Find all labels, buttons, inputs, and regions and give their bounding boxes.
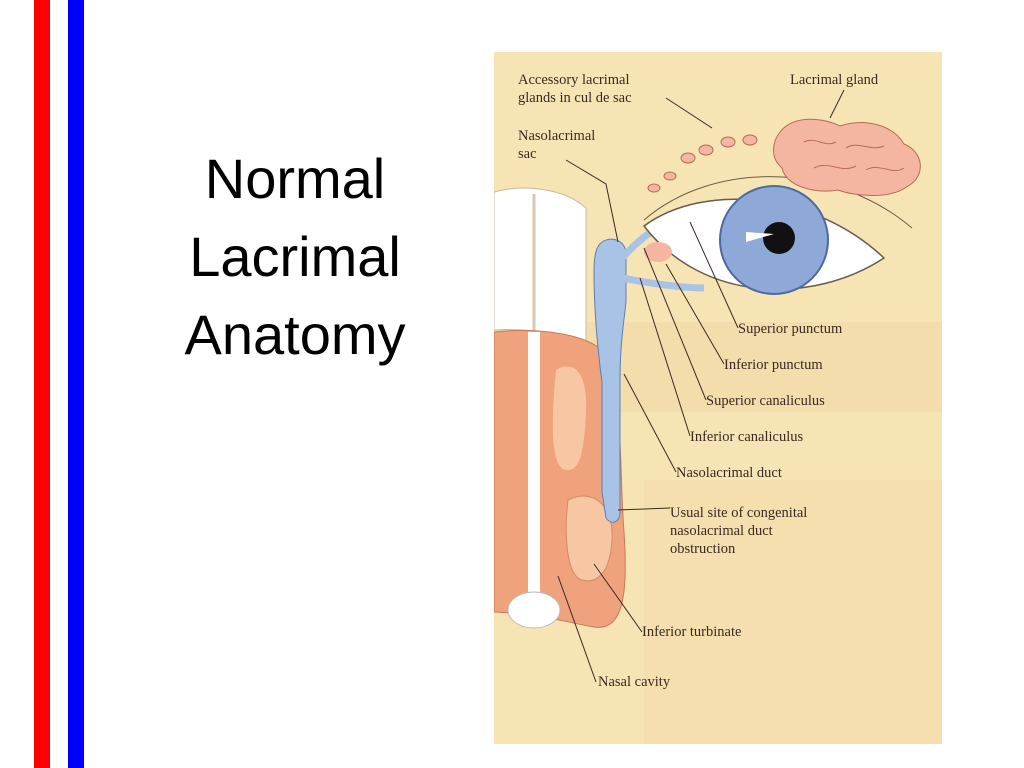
leader-superior-canaliculus — [643, 247, 707, 401]
leader-turbinate — [593, 563, 643, 633]
label-inferior-canaliculus: Inferior canaliculus — [690, 429, 803, 445]
light-reflex — [746, 232, 774, 242]
accessory-gland — [663, 171, 677, 181]
label-accessory-glands-1: Accessory lacrimal — [518, 72, 630, 88]
accessory-gland — [742, 134, 758, 146]
label-superior-canaliculus: Superior canaliculus — [706, 393, 825, 409]
label-lacrimal-gland: Lacrimal gland — [790, 72, 879, 88]
label-superior-punctum: Superior punctum — [738, 321, 843, 337]
leader-congenital — [617, 507, 671, 511]
nasal-bone — [494, 187, 587, 343]
background-panel — [644, 480, 942, 744]
anatomy-illustration: Accessory lacrimal glands in cul de sac … — [494, 72, 942, 744]
lacrimal-anatomy-figure: Accessory lacrimal glands in cul de sac … — [494, 52, 942, 744]
lacrimal-gland — [773, 118, 921, 196]
inferior-canaliculus-shape — [621, 274, 705, 292]
label-congenital-site-2: nasolacrimal duct — [670, 523, 773, 539]
leader-lines — [557, 89, 845, 683]
blue-stripe — [68, 0, 84, 768]
caruncle — [644, 242, 672, 262]
title-line-2: Lacrimal — [189, 225, 401, 288]
label-nasal-cavity: Nasal cavity — [598, 674, 671, 690]
label-congenital-site-1: Usual site of congenital — [670, 505, 807, 521]
label-accessory-glands-2: glands in cul de sac — [518, 90, 632, 106]
accessory-gland — [698, 144, 714, 156]
label-congenital-site-3: obstruction — [670, 541, 736, 557]
upper-lid-line — [643, 176, 913, 229]
leader-inferior-punctum — [665, 263, 725, 365]
inferior-turbinate-shape — [565, 495, 613, 582]
red-stripe — [34, 0, 50, 768]
label-nasolacrimal-sac-1: Nasolacrimal — [518, 128, 595, 144]
title-line-3: Anatomy — [184, 303, 406, 366]
label-inferior-turbinate: Inferior turbinate — [642, 624, 741, 640]
leader-nasal-cavity — [557, 575, 597, 683]
label-nasolacrimal-sac-2: sac — [518, 146, 537, 162]
leader-superior-punctum — [689, 221, 739, 329]
leader-inferior-canaliculus — [639, 277, 691, 437]
leader-sac — [565, 159, 619, 243]
accessory-gland — [647, 183, 661, 193]
title-line-1: Normal — [204, 147, 386, 210]
leader-gland — [829, 89, 845, 119]
palate-bone — [507, 591, 561, 629]
slide-title: Normal Lacrimal Anatomy — [110, 140, 480, 374]
pupil — [763, 222, 795, 254]
accessory-gland — [680, 152, 696, 164]
leader-duct — [623, 373, 677, 473]
gland-lobules — [803, 139, 905, 172]
label-nasolacrimal-duct: Nasolacrimal duct — [676, 465, 782, 481]
middle-turbinate — [552, 366, 587, 471]
septum-cartilage — [528, 332, 540, 592]
label-inferior-punctum: Inferior punctum — [724, 357, 823, 373]
leader-accessory — [665, 97, 713, 129]
accessory-gland — [720, 136, 736, 148]
